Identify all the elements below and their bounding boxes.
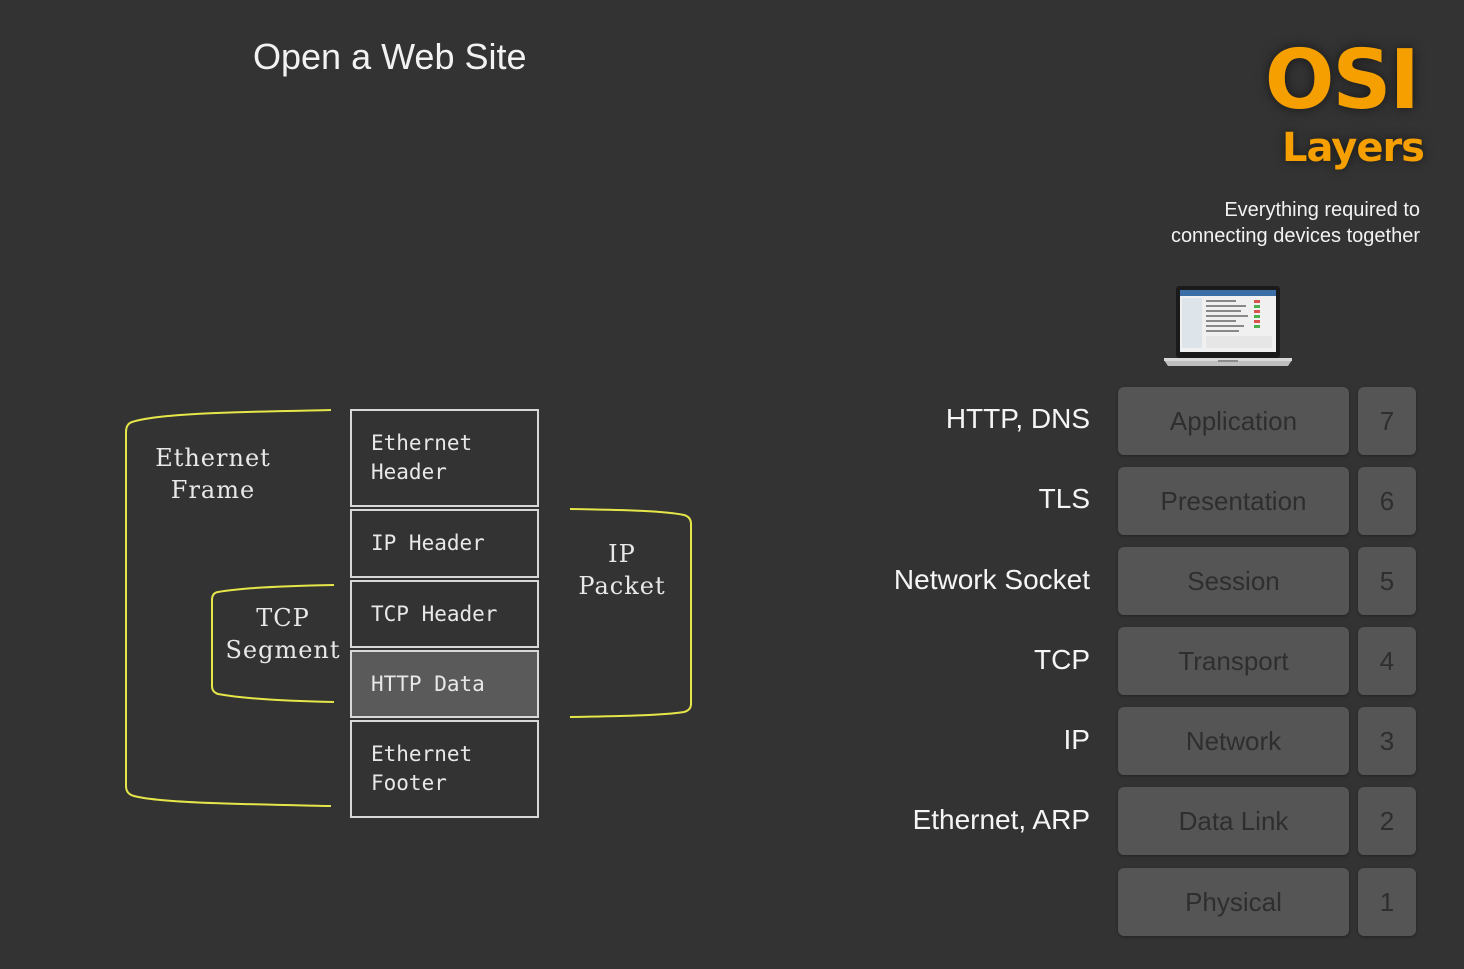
- ethernet-header-label: Ethernet Header: [371, 431, 473, 484]
- osi-layers-logo: OSI Layers: [1224, 33, 1425, 171]
- tcp-header-box: TCP Header: [350, 580, 539, 648]
- protocol-label-transport: TCP: [1034, 644, 1090, 675]
- logo-osi-text: OSI: [1264, 33, 1420, 128]
- ip-packet-label: IP Packet: [578, 540, 666, 600]
- layer-number-2: 2: [1358, 787, 1416, 855]
- layer-number-3: 3: [1358, 707, 1416, 775]
- subtitle: Everything required to connecting device…: [1170, 199, 1420, 247]
- laptop-icon: [1164, 286, 1292, 366]
- layer-presentation: Presentation: [1118, 467, 1349, 535]
- protocol-label-data-link: Ethernet, ARP: [912, 804, 1090, 835]
- layer-transport: Transport: [1118, 627, 1349, 695]
- layer-number-6: 6: [1358, 467, 1416, 535]
- ethernet-footer-box: Ethernet Footer: [350, 720, 539, 818]
- layer-number-4: 4: [1358, 627, 1416, 695]
- layer-number-1: 1: [1358, 868, 1416, 936]
- layer-number-5: 5: [1358, 547, 1416, 615]
- protocol-label-application: HTTP, DNS: [945, 403, 1090, 434]
- layer-data-link: Data Link: [1118, 787, 1349, 855]
- tcp-segment-label: TCP Segment: [225, 604, 341, 664]
- ip-header-box: IP Header: [350, 509, 539, 578]
- protocol-label-session: Network Socket: [893, 564, 1090, 595]
- http-data-box: HTTP Data: [350, 650, 539, 718]
- http-data-label: HTTP Data: [371, 671, 485, 696]
- protocol-label-network: IP: [1063, 724, 1090, 755]
- ethernet-footer-label: Ethernet Footer: [371, 742, 473, 795]
- ethernet-frame-label: Ethernet Frame: [155, 444, 271, 504]
- layer-number-7: 7: [1358, 387, 1416, 455]
- page-title: Open a Web Site: [253, 36, 527, 77]
- tcp-header-label: TCP Header: [371, 601, 498, 626]
- ethernet-header-box: Ethernet Header: [350, 409, 539, 507]
- ip-header-label: IP Header: [371, 531, 485, 555]
- protocol-label-presentation: TLS: [1038, 483, 1090, 514]
- layer-application: Application: [1118, 387, 1349, 455]
- logo-layers-text: Layers: [1282, 125, 1425, 171]
- layer-network: Network: [1118, 707, 1349, 775]
- layer-physical: Physical: [1118, 868, 1349, 936]
- layer-session: Session: [1118, 547, 1349, 615]
